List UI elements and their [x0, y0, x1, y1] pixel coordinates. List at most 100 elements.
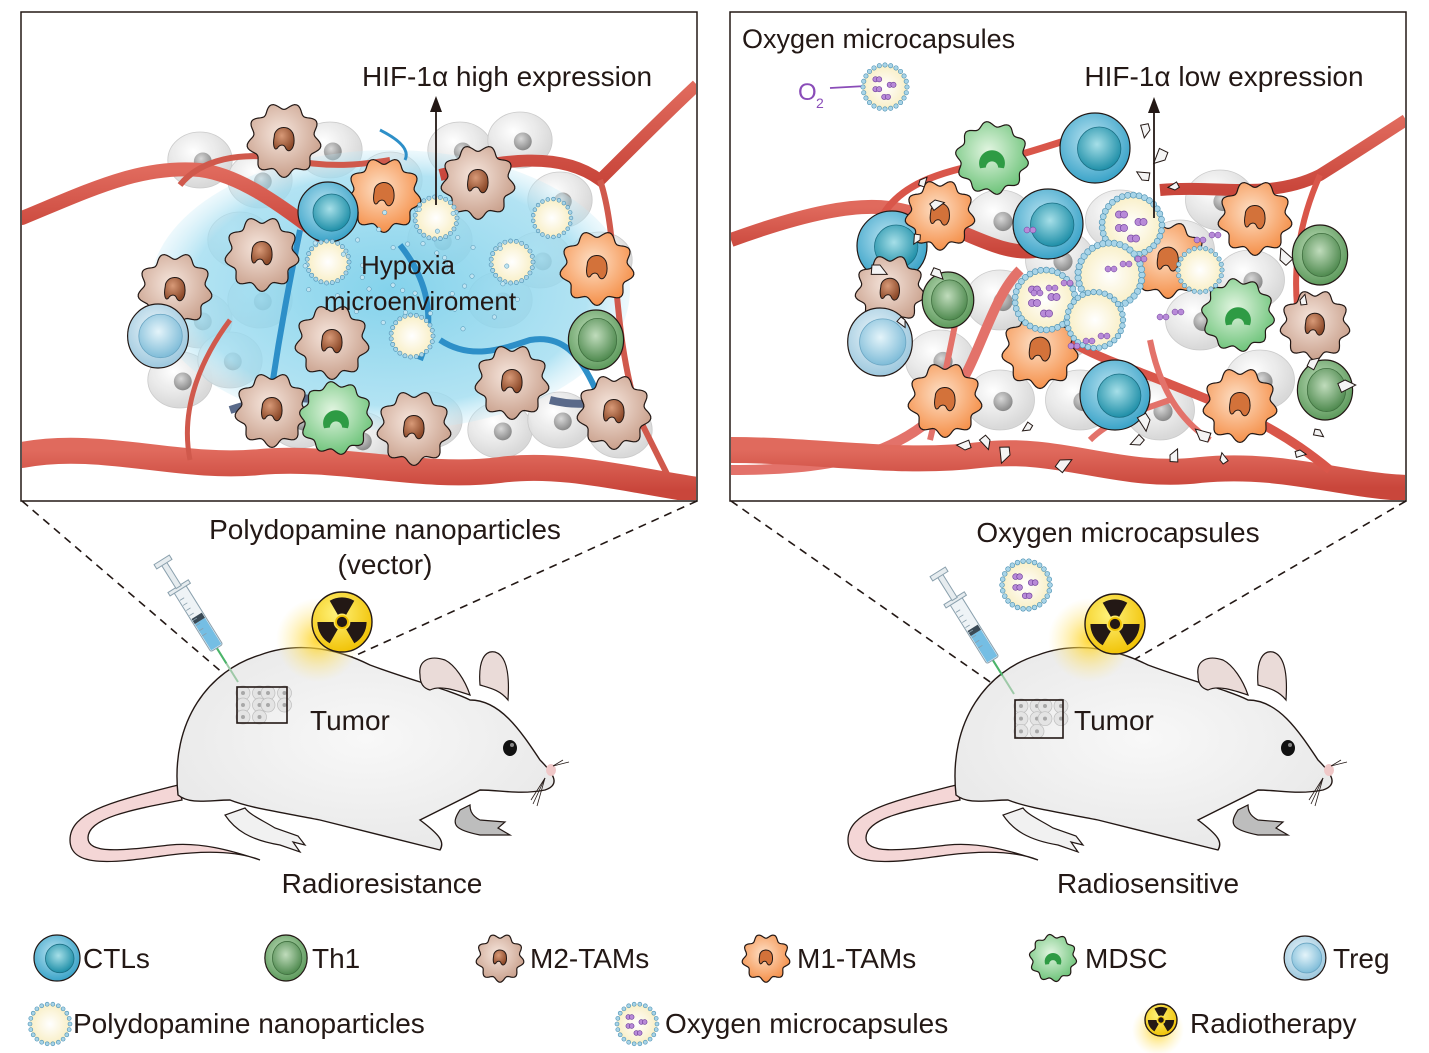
- o2-text: O: [798, 79, 817, 106]
- o2-molecule: [1156, 313, 1164, 321]
- tumor-box-frame: [1014, 699, 1064, 739]
- m1-tam-cell: [1001, 312, 1079, 390]
- o2-molecule: [1066, 279, 1074, 287]
- o2-molecule: [1088, 337, 1096, 345]
- o2-molecule: [1067, 342, 1075, 350]
- debris-fragment: [1129, 433, 1145, 446]
- o2-molecule: [1051, 284, 1059, 292]
- nanoparticle-bead: [376, 227, 382, 233]
- right-mouse-illustration: [847, 646, 1348, 863]
- nanoparticle-bead: [390, 282, 396, 288]
- legend-label-m2-tams: M2-TAMs: [530, 943, 649, 974]
- debris-fragment: [929, 267, 944, 281]
- o2-molecule: [1140, 255, 1148, 263]
- nanoparticle-bead: [359, 274, 365, 280]
- o2-molecule: [1193, 236, 1201, 244]
- th1-cell: [1296, 359, 1354, 421]
- o2-molecule: [1177, 308, 1185, 316]
- debris-fragment: [999, 446, 1011, 465]
- nanoparticle-bead: [450, 210, 456, 216]
- m2-tam-cell: [474, 345, 550, 421]
- oxygen-microcapsule: [860, 62, 910, 112]
- polydopamine-injection-label: Polydopamine nanoparticles: [209, 514, 561, 545]
- nanoparticle-bead: [469, 273, 475, 279]
- tumor-cells: [1013, 698, 1069, 739]
- debris-fragment: [978, 434, 991, 451]
- polydopamine-nanoparticle: [27, 1001, 73, 1047]
- nanoparticle-bead: [449, 291, 455, 297]
- treg-cell: [1283, 935, 1327, 981]
- nanoparticle-bead: [412, 290, 418, 296]
- legend-row-2: Polydopamine nanoparticles Oxygen microc…: [27, 1001, 1357, 1053]
- polydopamine-nanoparticle: [412, 194, 460, 242]
- nanoparticle-bead: [355, 237, 361, 243]
- oxygen-microcapsule: [1011, 266, 1079, 334]
- o2-molecule: [1199, 236, 1207, 244]
- syringe-icon: [929, 566, 1015, 695]
- hypoxia-label-line1: Hypoxia: [361, 250, 455, 280]
- legend-label-treg: Treg: [1333, 943, 1390, 974]
- immune-cells: [126, 103, 652, 467]
- nanoparticle-bead: [403, 309, 408, 315]
- nanoparticle-bead: [312, 240, 318, 246]
- oxygen-injection-label: Oxygen microcapsules: [976, 517, 1259, 548]
- o2-molecule: [1030, 289, 1038, 297]
- right-panel-oxygenated: Oxygen microcapsules HIF-1α low expressi…: [729, 11, 1407, 502]
- oxygen-microcapsule-icon: [614, 1001, 660, 1047]
- oxygen-microcapsule: [999, 558, 1053, 612]
- o2-molecule: [1125, 260, 1133, 268]
- nanoparticle-bead: [434, 228, 440, 234]
- hif-high-expression-label: HIF-1α high expression: [362, 61, 652, 92]
- nanoparticle-bead: [491, 314, 497, 320]
- o2-molecule: [1119, 260, 1127, 268]
- nanoparticle-bead: [434, 250, 440, 256]
- th1-cell: [264, 934, 308, 982]
- nanoparticle-bead: [455, 235, 461, 240]
- m2-tam-cell: [1279, 291, 1351, 361]
- o2-molecule: [1036, 289, 1044, 297]
- debris-fragment: [1140, 123, 1151, 139]
- polydopamine-nanoparticle: [488, 238, 536, 286]
- th1-cell: [921, 271, 975, 329]
- hif-arrow: [1148, 97, 1160, 218]
- m1-tam-cell-icon: [741, 934, 791, 983]
- nanoparticle-bead: [405, 241, 411, 247]
- vector-label: (vector): [338, 549, 433, 580]
- polydopamine-nanoparticle-icon: [27, 1001, 73, 1047]
- th1-cell: [567, 309, 625, 371]
- legend-row-1: CTLs Th1 M2-TAMs M1-TAMs MDSC Treg: [33, 933, 1390, 983]
- debris-fragment: [1021, 421, 1034, 432]
- m2-tam-cell: [576, 375, 652, 451]
- nanoparticle-bead: [380, 320, 386, 325]
- mdsc-cell: [299, 381, 373, 455]
- m2-tam-cell: [234, 373, 310, 449]
- ctl-cell: [1059, 112, 1131, 184]
- debris-fragment: [1194, 428, 1212, 443]
- nanoparticle-bead: [447, 267, 453, 273]
- debris-fragment: [955, 439, 972, 451]
- ctl-cell-icon: [33, 934, 81, 982]
- o2-molecule: [1110, 265, 1118, 273]
- nanoparticle-bead: [452, 306, 458, 312]
- debris-fragment: [896, 316, 906, 329]
- o2-molecule: [1045, 284, 1053, 292]
- debris-fragment: [1299, 293, 1308, 306]
- legend-label-ctls: CTLs: [83, 943, 150, 974]
- o2-molecule: [1214, 231, 1222, 239]
- polydopamine-nanoparticle: [388, 312, 436, 360]
- debris-fragment: [1312, 428, 1325, 438]
- tumor-label-right: Tumor: [1074, 705, 1154, 736]
- hif-low-expression-label: HIF-1α low expression: [1084, 61, 1363, 92]
- nanoparticle-bead: [340, 251, 346, 257]
- nanoparticle-bead: [462, 283, 468, 289]
- legend-label-polydopamine: Polydopamine nanoparticles: [73, 1008, 425, 1039]
- th1-cell: [1291, 224, 1349, 286]
- mdsc-cell: [1028, 933, 1078, 983]
- m2-tam-cell: [224, 217, 300, 293]
- radioresistance-label: Radioresistance: [282, 868, 483, 899]
- m2-tam-cell: [376, 391, 452, 467]
- o2-molecule: [1103, 332, 1111, 340]
- nanoparticle-bead: [306, 287, 312, 293]
- debris-fragment: [1136, 412, 1151, 433]
- oxygen-microcapsule: [614, 1001, 660, 1047]
